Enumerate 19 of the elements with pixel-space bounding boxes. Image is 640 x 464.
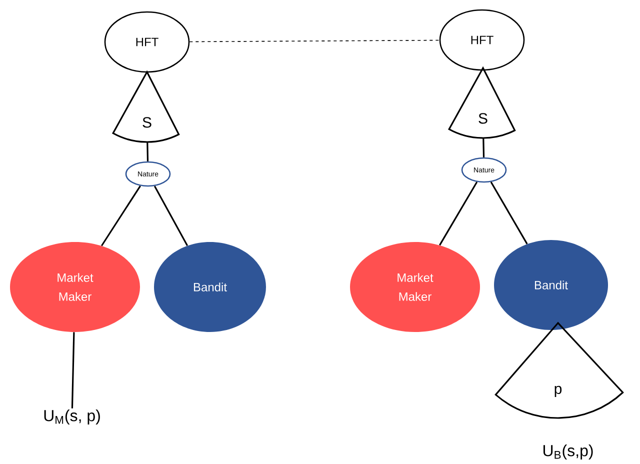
subgame-fan: S <box>448 67 516 139</box>
branch-line <box>438 182 478 246</box>
decision-node: HFT <box>104 11 190 73</box>
branch-line <box>100 185 141 246</box>
branch-line <box>154 186 188 246</box>
dashed-line <box>189 40 440 42</box>
player-node: Bandit <box>494 240 608 330</box>
subgame-fan: p <box>494 322 624 419</box>
payoff-text: U$_{M}$(s, p) <box>44 410 100 424</box>
player-node: Market Maker <box>350 242 480 332</box>
player-node: Bandit <box>154 242 266 332</box>
branch-line <box>482 138 485 158</box>
branch-line <box>146 142 149 162</box>
branch-line <box>71 332 75 408</box>
subgame-fan: S <box>112 71 180 143</box>
branch-line <box>490 182 528 244</box>
player-node: Market Maker <box>10 242 140 332</box>
decision-node: HFT <box>439 9 525 71</box>
payoff-text: U$_{B}$(s,p) <box>543 444 593 460</box>
